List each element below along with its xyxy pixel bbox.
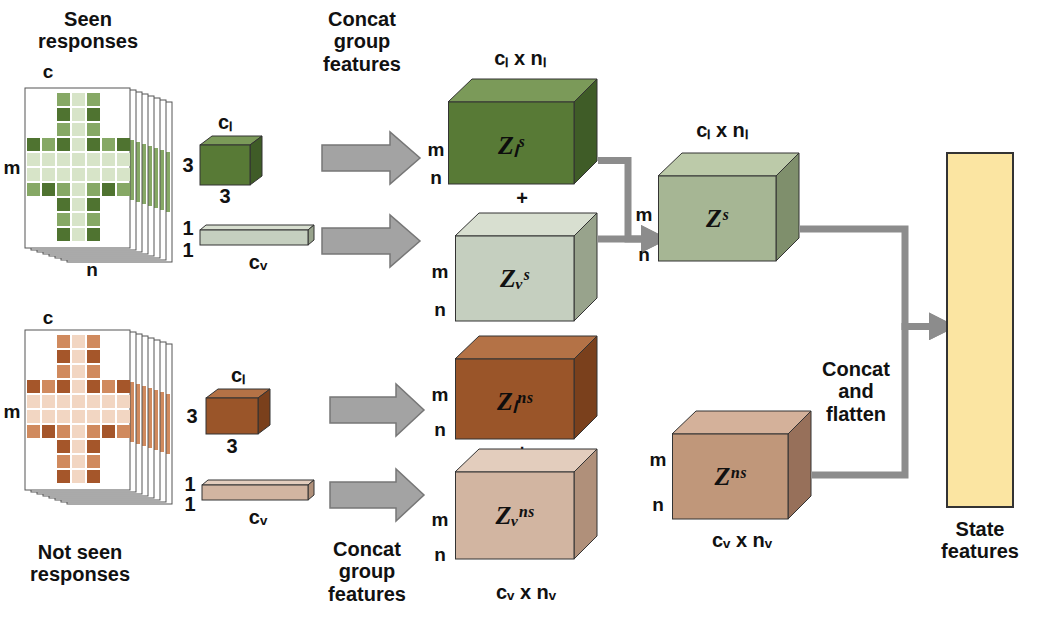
- annotation-label: 3: [226, 435, 237, 457]
- tensor-name: Zᵥˢ: [500, 264, 529, 294]
- annotation-label: m: [4, 157, 21, 178]
- feature-tensor: Zˢ: [658, 152, 800, 262]
- annotation-label: c: [43, 61, 54, 82]
- annotation-label: m: [432, 384, 449, 405]
- feature-tensor: Zₗⁿˢ: [455, 335, 598, 440]
- annotation-label: m: [432, 509, 449, 530]
- annotation-label: n: [652, 494, 664, 515]
- annotation-label: cₗ: [231, 364, 245, 386]
- feature-tensor: Zᵥˢ: [455, 212, 598, 322]
- annotation-label: m: [428, 139, 445, 160]
- annotation-label: Seen responses: [28, 8, 148, 53]
- annotation-label: cₗ: [218, 111, 232, 133]
- annotation-label: cₗ x nₗ: [696, 119, 748, 141]
- feature-bar: [946, 152, 1014, 508]
- annotation-label: 3: [186, 405, 197, 427]
- feature-tensor: Zᵥⁿˢ: [455, 448, 598, 560]
- annotation-label: Not seen responses: [18, 541, 143, 586]
- annotation-label: m: [636, 204, 653, 225]
- flow-arrow: [598, 160, 656, 239]
- response-stack: [25, 330, 172, 504]
- annotation-label: 3: [219, 185, 230, 207]
- annotation-label: n: [434, 299, 446, 320]
- tensor-name: Zᵥⁿˢ: [496, 501, 534, 531]
- response-stack: [25, 88, 172, 262]
- annotation-label: 3: [182, 154, 193, 176]
- annotation-label: n: [434, 544, 446, 565]
- annotation-label: m: [4, 401, 21, 422]
- annotation-label: 1: [184, 473, 195, 495]
- annotation-label: m: [432, 261, 449, 282]
- flow-arrow: [598, 235, 656, 242]
- tensor-name: Zₗˢ: [498, 126, 524, 162]
- annotation-label: n: [434, 419, 446, 440]
- annotation-label: n: [638, 244, 650, 265]
- tensor-shape: [658, 152, 800, 262]
- feature-tensor: Zⁿˢ: [672, 410, 812, 520]
- flow-arrow: [812, 326, 944, 475]
- block-arrow: [322, 132, 424, 521]
- annotation-label: +: [516, 187, 528, 209]
- annotation-label: cᵥ: [249, 251, 267, 273]
- annotation-label: m: [650, 449, 667, 470]
- tensor-name: Zⁿˢ: [714, 462, 745, 492]
- annotation-label: Concat group features: [312, 538, 422, 605]
- tensor-name: Zˢ: [706, 204, 728, 234]
- annotation-label: cₗ x nₗ: [494, 47, 546, 69]
- feature-tensor: Zₗˢ: [448, 78, 598, 185]
- tensor-name: Zₗⁿˢ: [497, 382, 532, 418]
- flow-arrow: [800, 229, 944, 326]
- state-feature-vector: State features: [930, 150, 1030, 570]
- annotation-label: cᵥ x nᵥ: [496, 581, 556, 603]
- annotation-label: n: [430, 167, 442, 188]
- annotation-label: 1: [182, 239, 193, 261]
- annotation-label: cᵥ x nᵥ: [712, 529, 772, 551]
- annotation-label: n: [86, 259, 98, 280]
- annotation-label: cᵥ: [249, 506, 267, 528]
- feature-cube: [200, 136, 314, 500]
- annotation-label: 1: [184, 493, 195, 515]
- edge-label: Concat and flatten: [815, 358, 897, 425]
- node-heading: State features: [930, 518, 1030, 563]
- annotation-label: 1: [182, 217, 193, 239]
- annotation-label: Concat group features: [307, 8, 417, 75]
- annotation-label: c: [43, 307, 54, 328]
